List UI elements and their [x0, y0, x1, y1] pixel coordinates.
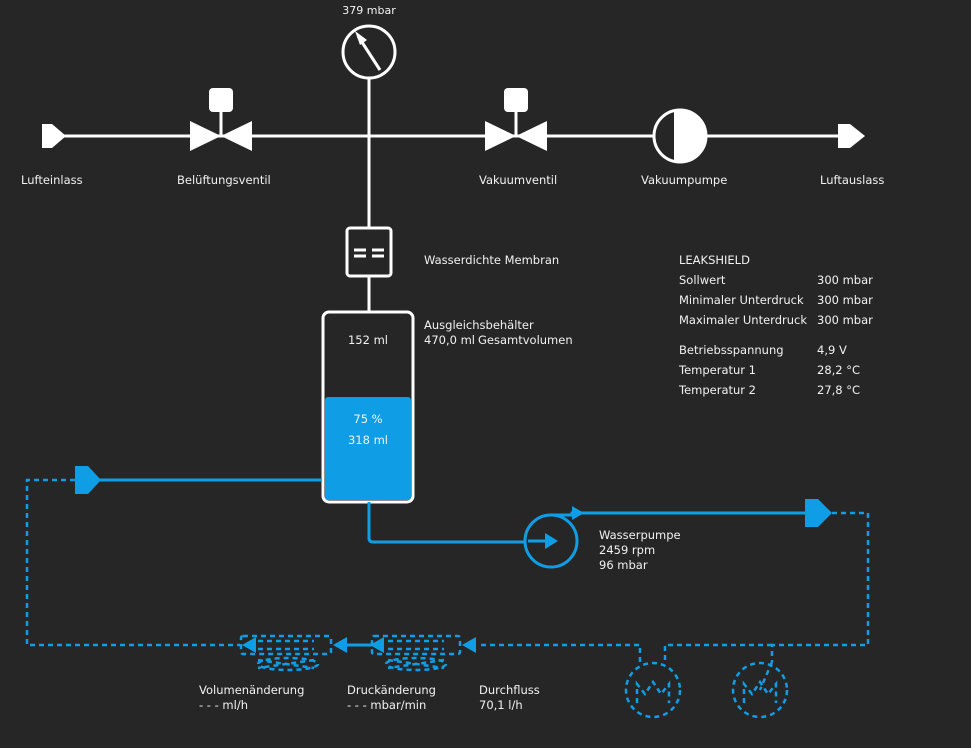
air-inlet-label: Lufteinlass — [21, 173, 83, 187]
tank-label: Ausgleichsbehälter — [424, 318, 534, 332]
vent-valve-icon[interactable] — [190, 88, 252, 151]
tank-water-level — [325, 397, 411, 500]
info-value-max-vacuum: 300 mbar — [817, 313, 873, 327]
radiator-link-dashed — [663, 643, 772, 662]
tank-air-volume: 152 ml — [347, 333, 388, 347]
info-label-voltage: Betriebsspannung — [679, 343, 784, 357]
water-loop-left-dashed — [25, 478, 240, 647]
water-outlet-arrow-icon — [805, 499, 832, 527]
info-value-temp2: 27,8 °C — [817, 383, 861, 397]
gauge-value: 379 mbar — [342, 4, 396, 17]
water-return-arrow-icon — [75, 466, 101, 494]
info-label-temp2: Temperatur 2 — [679, 383, 756, 397]
membrane-icon — [345, 226, 393, 278]
air-inlet-arrow-icon — [42, 124, 66, 148]
air-outlet-arrow-icon — [838, 124, 865, 148]
pressure-gauge-icon — [341, 24, 397, 80]
water-pump-icon[interactable] — [523, 513, 579, 569]
info-label-temp1: Temperatur 1 — [679, 363, 756, 377]
radiator-2-icon — [624, 661, 682, 719]
water-loop-right-dashed — [770, 511, 870, 662]
membrane-label: Wasserdichte Membran — [424, 253, 560, 267]
reservoir-tank — [321, 310, 415, 504]
info-value-setpoint: 300 mbar — [817, 273, 873, 287]
pump-outlet-arrow-icon — [572, 506, 584, 520]
info-title: LEAKSHIELD — [679, 253, 750, 267]
info-value-voltage: 4,9 V — [817, 343, 847, 357]
tank-total-volume: 470,0 ml — [424, 333, 475, 347]
vent-valve-label: Belüftungsventil — [177, 173, 271, 187]
flow-value: 70,1 l/h — [479, 698, 523, 712]
tank-to-pump-line — [367, 502, 525, 544]
volume-change-value: - - - ml/h — [199, 698, 248, 712]
volume-sensor-icon — [239, 634, 347, 672]
vacuum-valve-icon[interactable] — [485, 88, 547, 151]
vacuum-valve-label: Vakuumventil — [479, 173, 558, 187]
tank-fill-percent: 75 % — [353, 412, 383, 426]
radiator-to-sensor-dashed — [480, 643, 642, 662]
water-pump-pressure: 96 mbar — [599, 558, 648, 572]
vacuum-pump-label: Vakuumpumpe — [641, 173, 728, 187]
water-pump-label: Wasserpumpe — [599, 528, 681, 542]
pressure-change-label: Druckänderung — [347, 683, 436, 697]
info-label-max-vacuum: Maximaler Unterdruck — [679, 313, 807, 327]
info-label-min-vacuum: Minimaler Unterdruck — [679, 293, 804, 307]
flow-sensor-icon — [370, 634, 476, 672]
tank-water-volume: 318 ml — [347, 433, 388, 447]
air-outlet-label: Luftauslass — [820, 173, 885, 187]
info-value-min-vacuum: 300 mbar — [817, 293, 873, 307]
vacuum-pump-icon[interactable] — [652, 108, 708, 164]
radiator-1-icon — [731, 661, 789, 719]
info-value-temp1: 28,2 °C — [817, 363, 861, 377]
flow-label: Durchfluss — [479, 683, 540, 697]
pressure-change-value: - - - mbar/min — [347, 698, 427, 712]
pump-outlet-line — [551, 511, 805, 517]
info-label-setpoint: Sollwert — [679, 273, 726, 287]
tank-total-volume-label: Gesamtvolumen — [478, 333, 573, 347]
volume-change-label: Volumenänderung — [199, 683, 305, 697]
water-pump-speed: 2459 rpm — [599, 543, 656, 557]
